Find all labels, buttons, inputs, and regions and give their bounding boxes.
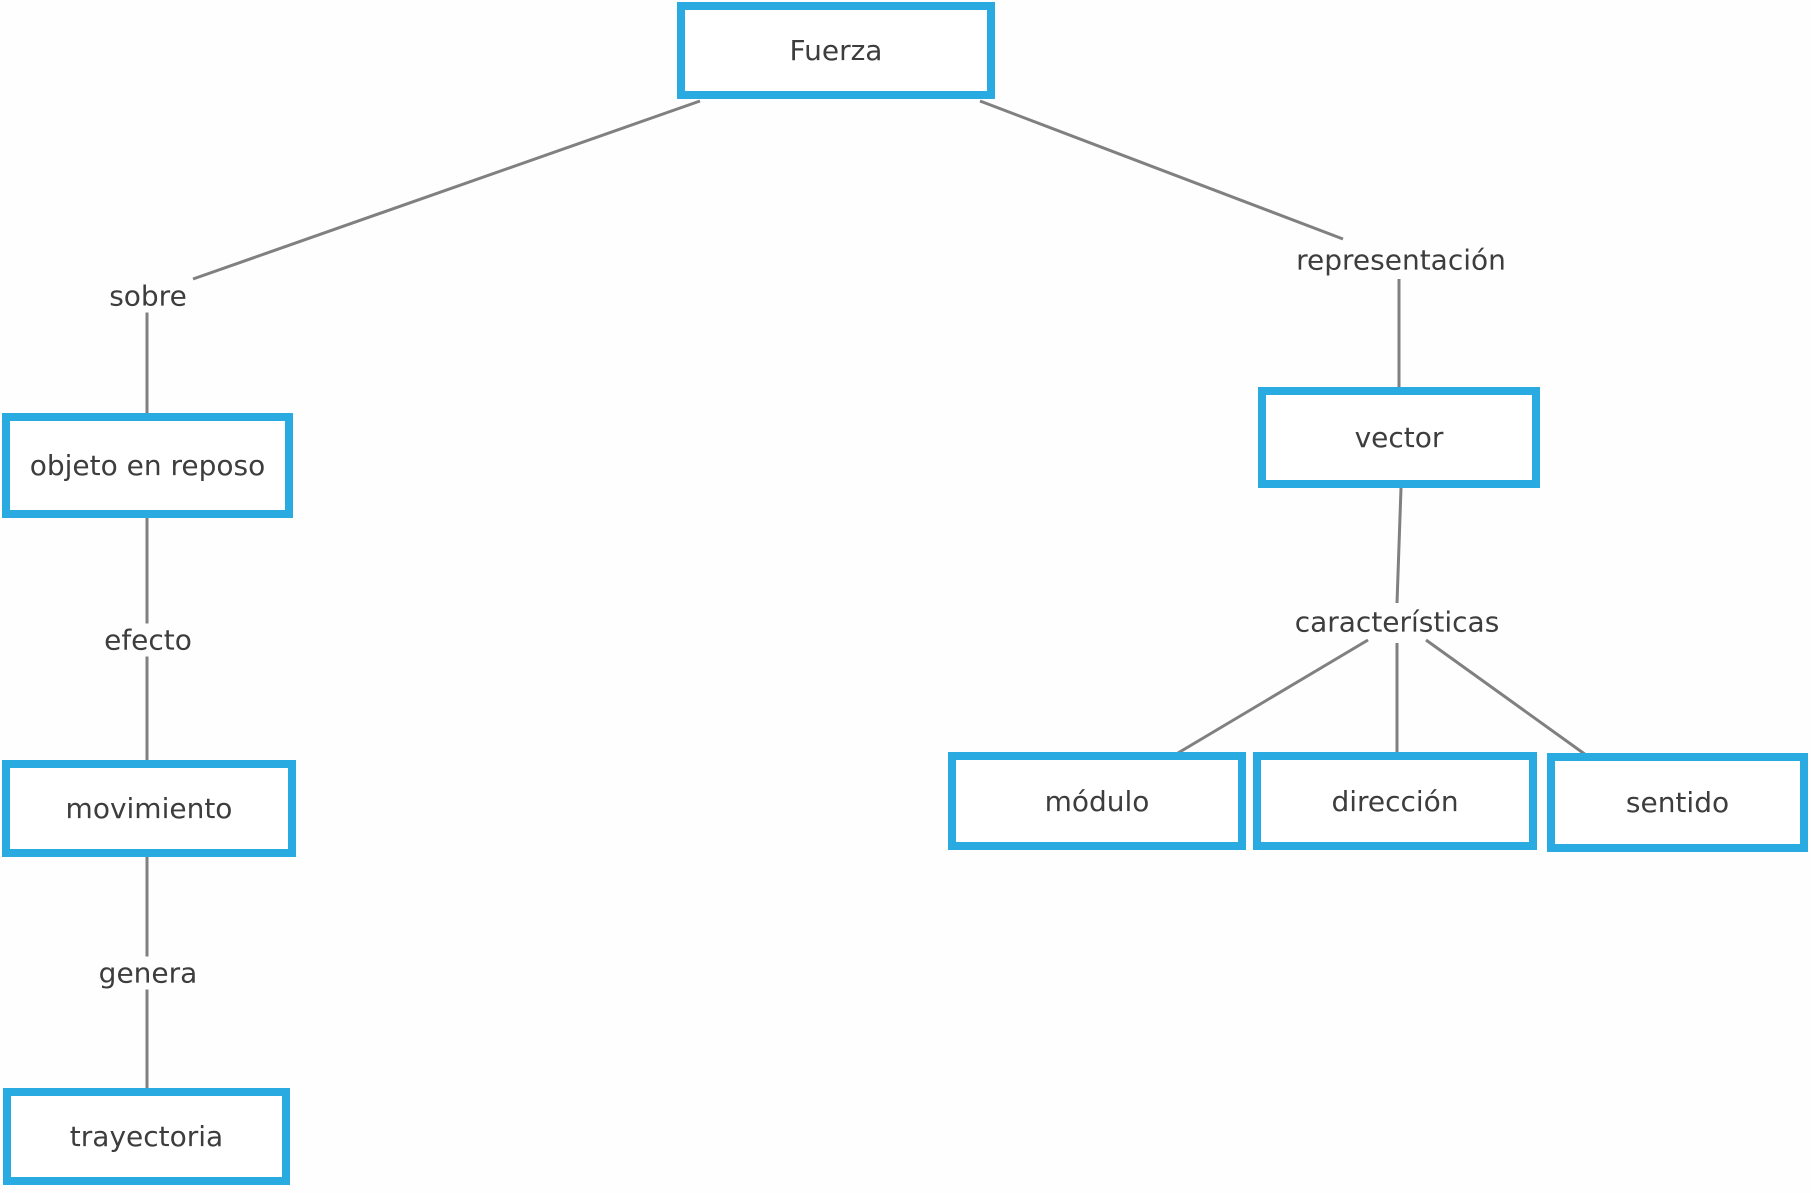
node-sentido[interactable]: sentido (1547, 753, 1808, 852)
node-trayectoria-label: trayectoria (69, 1120, 224, 1153)
node-modulo-label: módulo (1044, 784, 1150, 818)
node-objeto-en-reposo[interactable]: objeto en reposo (2, 413, 293, 518)
node-movimiento-label: movimiento (65, 792, 233, 825)
edge-label-representacion[interactable]: representación (1292, 243, 1510, 277)
edge-caracteristicas-sentido (1425, 638, 1587, 757)
edge-label-sobre[interactable]: sobre (105, 279, 191, 313)
node-objeto-en-reposo-label: objeto en reposo (29, 449, 266, 482)
node-modulo[interactable]: módulo (948, 752, 1246, 850)
edge-label-caracteristicas[interactable]: características (1290, 605, 1504, 639)
node-vector-label: vector (1354, 421, 1444, 454)
edge-fuerza-representacion (979, 99, 1344, 241)
edge-vector-caracteristicas (1395, 487, 1403, 604)
node-trayectoria[interactable]: trayectoria (3, 1088, 290, 1185)
edge-fuerza-sobre (192, 99, 701, 281)
edge-caracteristicas-modulo (1177, 638, 1369, 755)
node-fuerza[interactable]: Fuerza (677, 2, 995, 99)
node-direccion[interactable]: dirección (1253, 752, 1537, 850)
node-fuerza-label: Fuerza (789, 34, 883, 67)
node-direccion-label: dirección (1331, 784, 1459, 818)
node-movimiento[interactable]: movimiento (2, 760, 296, 857)
node-vector[interactable]: vector (1258, 387, 1540, 488)
edge-label-efecto[interactable]: efecto (100, 623, 196, 657)
node-sentido-label: sentido (1625, 786, 1730, 819)
edge-label-genera[interactable]: genera (94, 956, 202, 990)
